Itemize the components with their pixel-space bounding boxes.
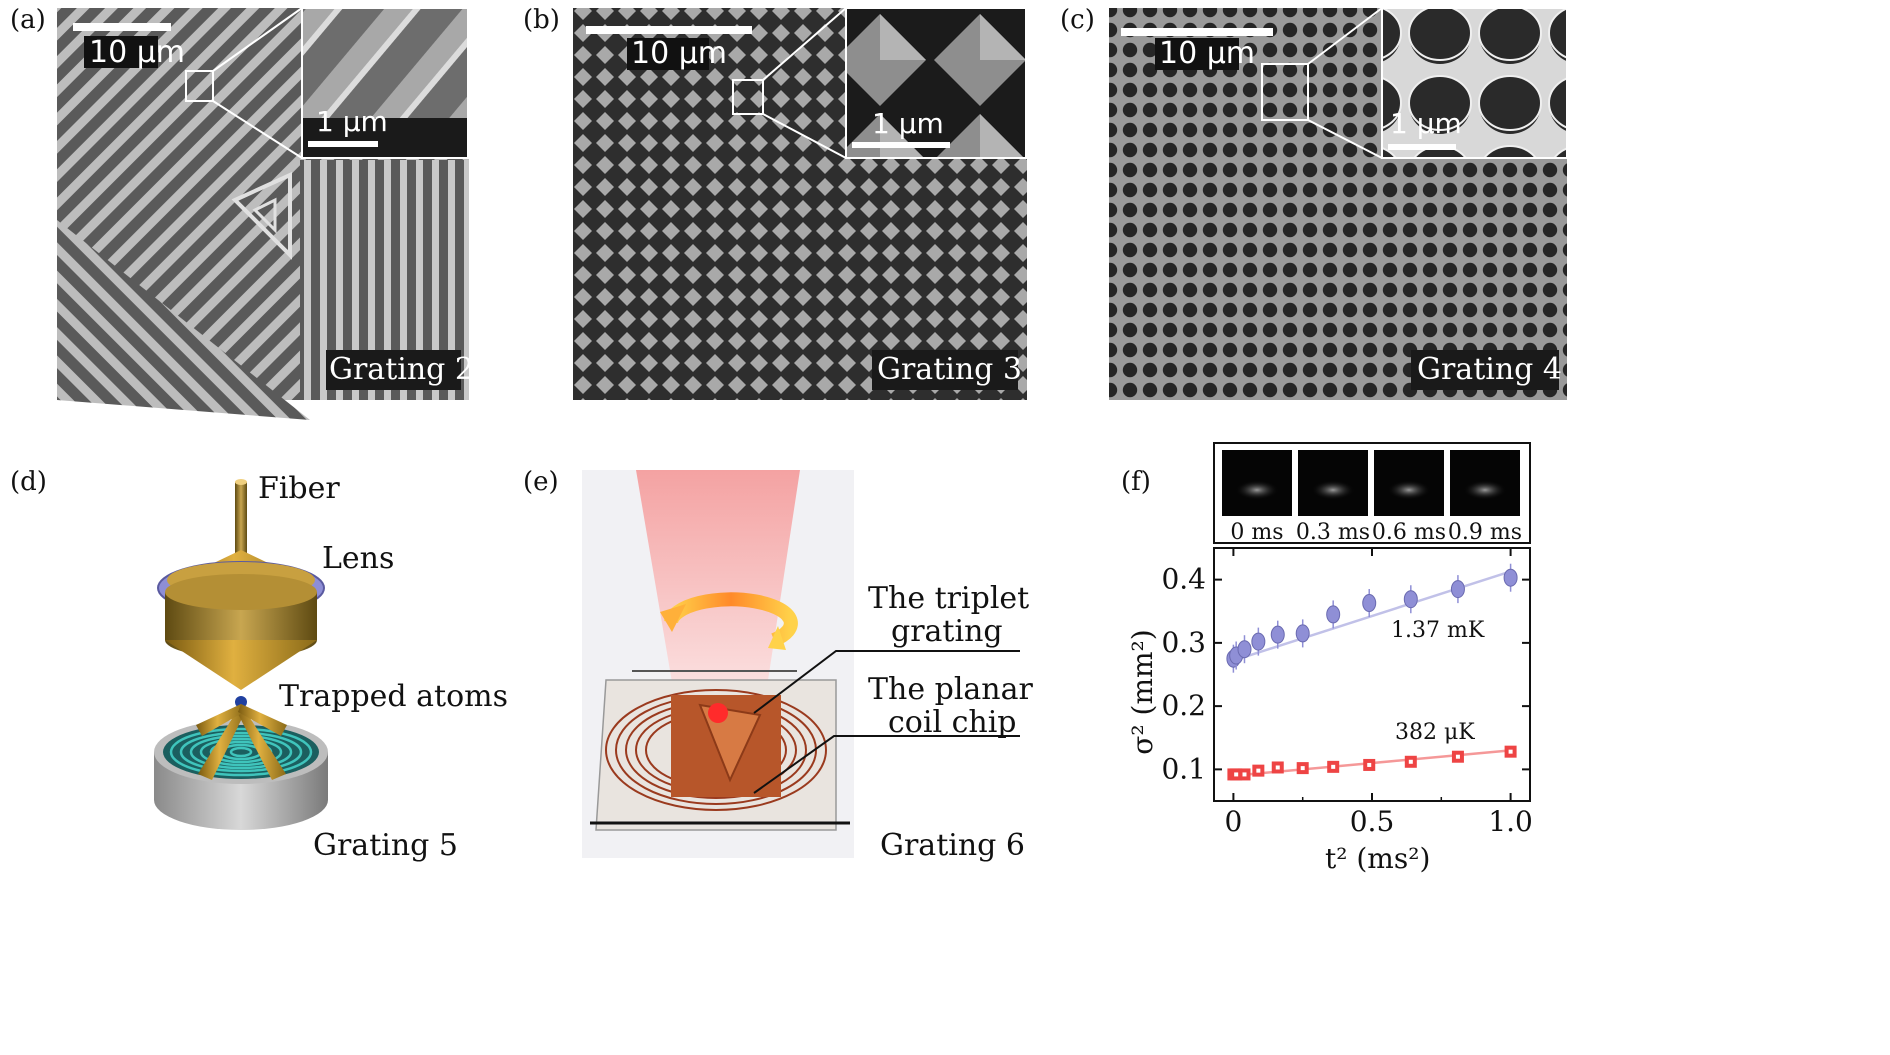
label-planar-2: coil chip (888, 705, 1017, 740)
plot-area: 0 0.5 1.0 0.1 0.2 0.3 0.4 (1161, 548, 1533, 838)
plot-frame (1213, 547, 1531, 802)
x-tick-label: 0.5 (1350, 805, 1395, 838)
panel-label-a: (a) (10, 5, 46, 35)
inset-image (1381, 7, 1568, 159)
sem-triangle (231, 171, 292, 260)
inset-image (845, 7, 1027, 159)
scale-label: 10 μm (631, 36, 727, 71)
sem-region-lower (57, 220, 310, 420)
y-tick-label: 0.3 (1161, 626, 1206, 659)
panel-label-b: (b) (523, 5, 560, 35)
atom-cloud-image (1387, 480, 1431, 500)
panel-label-c: (c) (1060, 5, 1095, 35)
caption: Grating 2 (329, 352, 474, 387)
data-point (1237, 640, 1252, 659)
data-point (1450, 580, 1465, 599)
caption: Grating 5 (313, 828, 458, 863)
frame-time-label: 0.6 ms (1372, 520, 1446, 545)
label-fiber: Fiber (258, 471, 340, 506)
caption: Grating 4 (1417, 352, 1562, 387)
caption: Grating 3 (877, 352, 1022, 387)
inset-scale-label: 1 μm (316, 105, 388, 138)
zoom-box (185, 70, 214, 102)
atom-cloud (708, 703, 728, 723)
atom-cloud-image (1463, 480, 1507, 500)
data-point (1362, 594, 1377, 613)
frame-2: 0.6 ms (1372, 450, 1446, 545)
frame-time-label: 0.3 ms (1296, 520, 1370, 545)
inset-scale-label: 1 μm (1390, 107, 1462, 140)
inset-scale-bar (308, 141, 378, 147)
zoom-box (732, 79, 764, 115)
y-tick-label: 0.1 (1161, 752, 1206, 785)
caption: Grating 6 (880, 828, 1025, 863)
panel-d: (d) (10, 467, 508, 863)
data-point (1251, 632, 1266, 651)
scale-bar (1121, 28, 1273, 36)
zoom-box (1261, 63, 1309, 121)
laser-beam (636, 470, 800, 700)
data-point (1503, 568, 1518, 587)
data-point (1270, 625, 1285, 644)
frame-0: 0 ms (1222, 450, 1292, 545)
y-axis-label: σ² (mm²) (1126, 629, 1159, 754)
atom-cloud-image (1311, 480, 1355, 500)
frame-time-label: 0 ms (1230, 520, 1283, 545)
laser-tubes (196, 704, 287, 780)
frame-time-label: 0.9 ms (1448, 520, 1522, 545)
data-point (1403, 590, 1418, 609)
data-point (1295, 624, 1310, 643)
atom-cloud-image (1235, 480, 1279, 500)
frame-1: 0.3 ms (1296, 450, 1370, 545)
inset-scale-bar (1388, 144, 1456, 150)
scale-label: 10 μm (1159, 36, 1255, 71)
panel-b: (b) 10 μm 1 μm Grating 3 (523, 5, 1027, 400)
label-triplet-2: grating (891, 614, 1003, 649)
panel-c: (c) 10 μm 1 μm Grating 4 (1060, 5, 1568, 400)
panel-e: (e) The triplet grating The planar coil … (523, 467, 1034, 863)
x-tick-label: 0 (1224, 805, 1242, 838)
panel-a: (a) 10 μm 1 μm Grating 2 (10, 5, 474, 420)
y-tick-label: 0.2 (1161, 689, 1206, 722)
series-0 (1226, 563, 1518, 673)
data-point (1326, 605, 1341, 624)
leader-triplet (753, 650, 1020, 714)
label-planar-1: The planar (868, 672, 1034, 707)
frame-3: 0.9 ms (1448, 450, 1522, 545)
panel-label-d: (d) (10, 467, 47, 497)
scale-label: 10 μm (89, 35, 185, 70)
annotation-red: 382 μK (1395, 720, 1475, 745)
inset-scale-label: 1 μm (872, 107, 944, 140)
label-trapped-atoms: Trapped atoms (279, 679, 508, 714)
scale-bar (586, 26, 752, 34)
scale-bar (73, 23, 171, 31)
panel-label-f: (f) (1121, 467, 1151, 497)
x-tick-label: 1.0 (1488, 805, 1533, 838)
fiber-shape (235, 482, 247, 562)
leader-planar (753, 735, 1020, 794)
panel-label-e: (e) (523, 467, 559, 497)
trapped-atoms-dot (235, 696, 247, 708)
x-axis-label: t² (ms²) (1325, 842, 1430, 875)
inset-scale-bar (852, 142, 950, 148)
y-tick-label: 0.4 (1161, 563, 1206, 596)
label-lens: Lens (322, 541, 394, 576)
label-triplet-1: The triplet (868, 581, 1029, 616)
annotation-blue: 1.37 mK (1391, 618, 1485, 643)
series-1 (1227, 745, 1517, 781)
